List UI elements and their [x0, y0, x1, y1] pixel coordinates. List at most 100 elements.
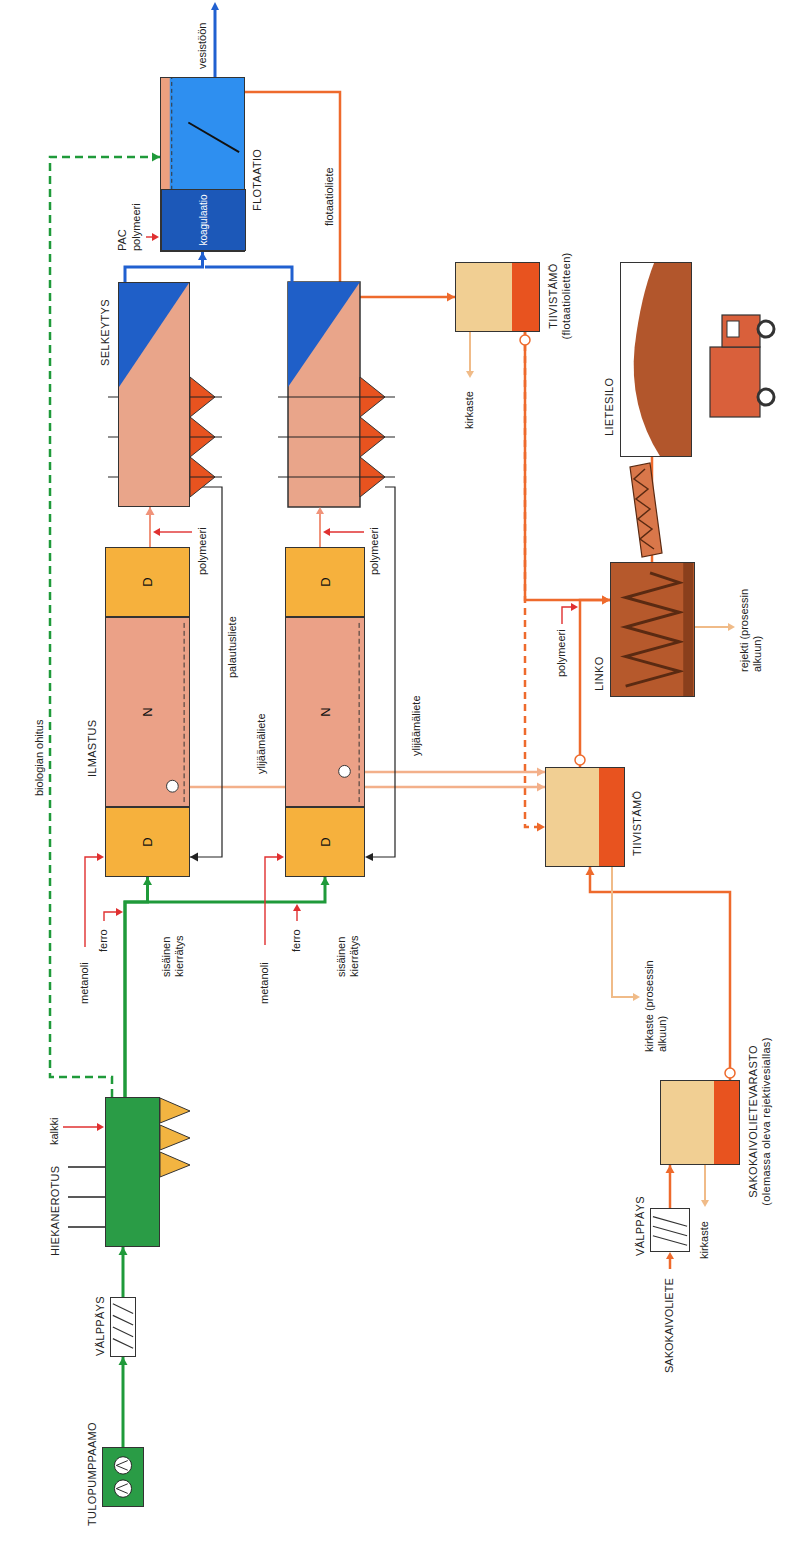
- shape-detail: [103, 1448, 143, 1506]
- layout-polyline: [634, 469, 654, 549]
- node-heading: LINKO: [593, 656, 606, 691]
- clarifier: SELKEYTYS: [118, 282, 190, 507]
- node-heading: TIIVISTÄMÖ (flotaatiolietteen): [547, 236, 573, 356]
- flow-connector: [119, 1357, 128, 1447]
- annotation-label: metanoli: [258, 962, 271, 1004]
- layout-g: [278, 397, 395, 477]
- annotation-label: polymeeri: [130, 203, 143, 251]
- layout-polygon: [116, 908, 123, 916]
- layout-polygon: [666, 1252, 674, 1259]
- layout-line: [278, 436, 395, 437]
- layout-polygon: [160, 1152, 190, 1177]
- annotation-label: kirkaste: [463, 391, 476, 429]
- layout-polyline: [63, 1126, 98, 1127]
- flow-line: [190, 786, 545, 789]
- layout-line: [319, 513, 321, 547]
- annotation-label: metanoli: [78, 962, 91, 1004]
- node-heading: TULOPUMPPAAMO: [86, 1422, 99, 1526]
- layout-polyline: [704, 1165, 706, 1201]
- flow-label: flotaatioliete: [323, 166, 336, 227]
- flow-connector: [525, 332, 610, 605]
- flow-line: [125, 877, 148, 1097]
- shape-detail: [621, 263, 691, 456]
- arrow-head: [146, 507, 155, 515]
- node-label: koagulaatio: [198, 194, 209, 245]
- screen-box: VÄLPPÄYS: [110, 1297, 136, 1357]
- node-label: N: [140, 707, 155, 716]
- flow-line: [525, 332, 610, 600]
- layout-g: [97, 233, 578, 1131]
- annotation-label: kalkki: [48, 1117, 61, 1145]
- node-label: D: [318, 577, 333, 586]
- layout-polygon: [211, 2, 219, 10]
- layout-polyline: [85, 857, 98, 947]
- layout-polyline: [296, 910, 297, 921]
- flow-line: [580, 600, 610, 767]
- arrow-head: [447, 293, 455, 302]
- layout-polygon: [633, 993, 640, 1001]
- denitrification-zone: D: [285, 547, 365, 617]
- layout-circle: [725, 1068, 735, 1078]
- layout-polyline: [469, 332, 471, 372]
- arrow-head: [190, 853, 198, 862]
- flotation-unit: FLOTAATIOkoagulaatio: [160, 77, 245, 252]
- layout-polygon: [160, 1098, 190, 1123]
- thickener: TIIVISTÄMÖ: [545, 767, 625, 867]
- layout-rect: [710, 347, 760, 417]
- layout-polygon: [277, 853, 284, 861]
- annotation-label: sisäinen kierrätys: [335, 909, 361, 977]
- layout-line: [278, 476, 395, 477]
- node-heading: FLOTAATIO: [251, 149, 264, 211]
- annotation-label: kirkaste (prosessin alkuun): [643, 942, 669, 1052]
- flow-line: [365, 771, 545, 774]
- flow-connector: [125, 252, 207, 282]
- grit-separator: HIEKANEROTUS: [105, 1097, 160, 1247]
- arrow-head: [119, 1247, 128, 1255]
- annotation-label: rejekti (prosessin alkuun): [738, 562, 764, 672]
- arrow-head: [537, 783, 545, 792]
- node-label: D: [140, 577, 155, 586]
- arrow-head: [666, 1165, 675, 1173]
- flow-line: [122, 1357, 125, 1447]
- layout-polygon: [316, 507, 324, 514]
- layout-polygon: [701, 1200, 709, 1207]
- layout-rect: [288, 282, 360, 507]
- flow-connector: [125, 877, 152, 1097]
- flow-connector: [119, 1247, 128, 1297]
- node-label: D: [318, 837, 333, 846]
- arrow-head: [602, 596, 610, 605]
- layout-polygon: [728, 623, 735, 631]
- annotation-label: ferro: [290, 929, 303, 952]
- node-heading: HIEKANEROTUS: [49, 1166, 62, 1256]
- shape-detail: [111, 1298, 135, 1356]
- layout-circle: [575, 755, 585, 765]
- layout-rect: [727, 321, 739, 337]
- arrow-head: [586, 867, 595, 875]
- annotation-label: polymeeri: [196, 527, 209, 575]
- annotation-label: PAC: [116, 229, 129, 251]
- flow-connector: [666, 1165, 675, 1208]
- arrow-head: [198, 252, 207, 260]
- septic-sludge-storage: SAKOKAIVOLIETEVARASTO (olemassa oleva re…: [660, 1080, 740, 1165]
- flow-label: ylijäämäliete: [410, 694, 423, 757]
- layout-polygon: [630, 463, 662, 557]
- flow-connector: [245, 92, 455, 302]
- layout-polyline: [612, 867, 634, 997]
- denitrification-zone: D: [285, 807, 365, 877]
- layout-polyline: [160, 531, 192, 532]
- flow-label: palautusliete: [226, 615, 239, 679]
- annotation-label: ferro: [97, 929, 110, 952]
- nitrification-zone: N: [285, 617, 365, 807]
- flow-connector: [190, 487, 222, 862]
- flow-connector: [125, 877, 330, 1097]
- layout-polygon: [323, 528, 330, 536]
- thickener: TIIVISTÄMÖ (flotaatiolietteen): [455, 262, 540, 332]
- node-heading: SELKEYTYS: [99, 299, 112, 366]
- annotation-label: sisäinen kierrätys: [160, 909, 186, 977]
- node-label: D: [140, 837, 155, 846]
- layout-polyline: [265, 857, 278, 945]
- layout-polyline: [695, 626, 729, 628]
- layout-polyline: [104, 912, 117, 921]
- layout-rect: [722, 315, 760, 347]
- layout-polygon: [97, 853, 104, 861]
